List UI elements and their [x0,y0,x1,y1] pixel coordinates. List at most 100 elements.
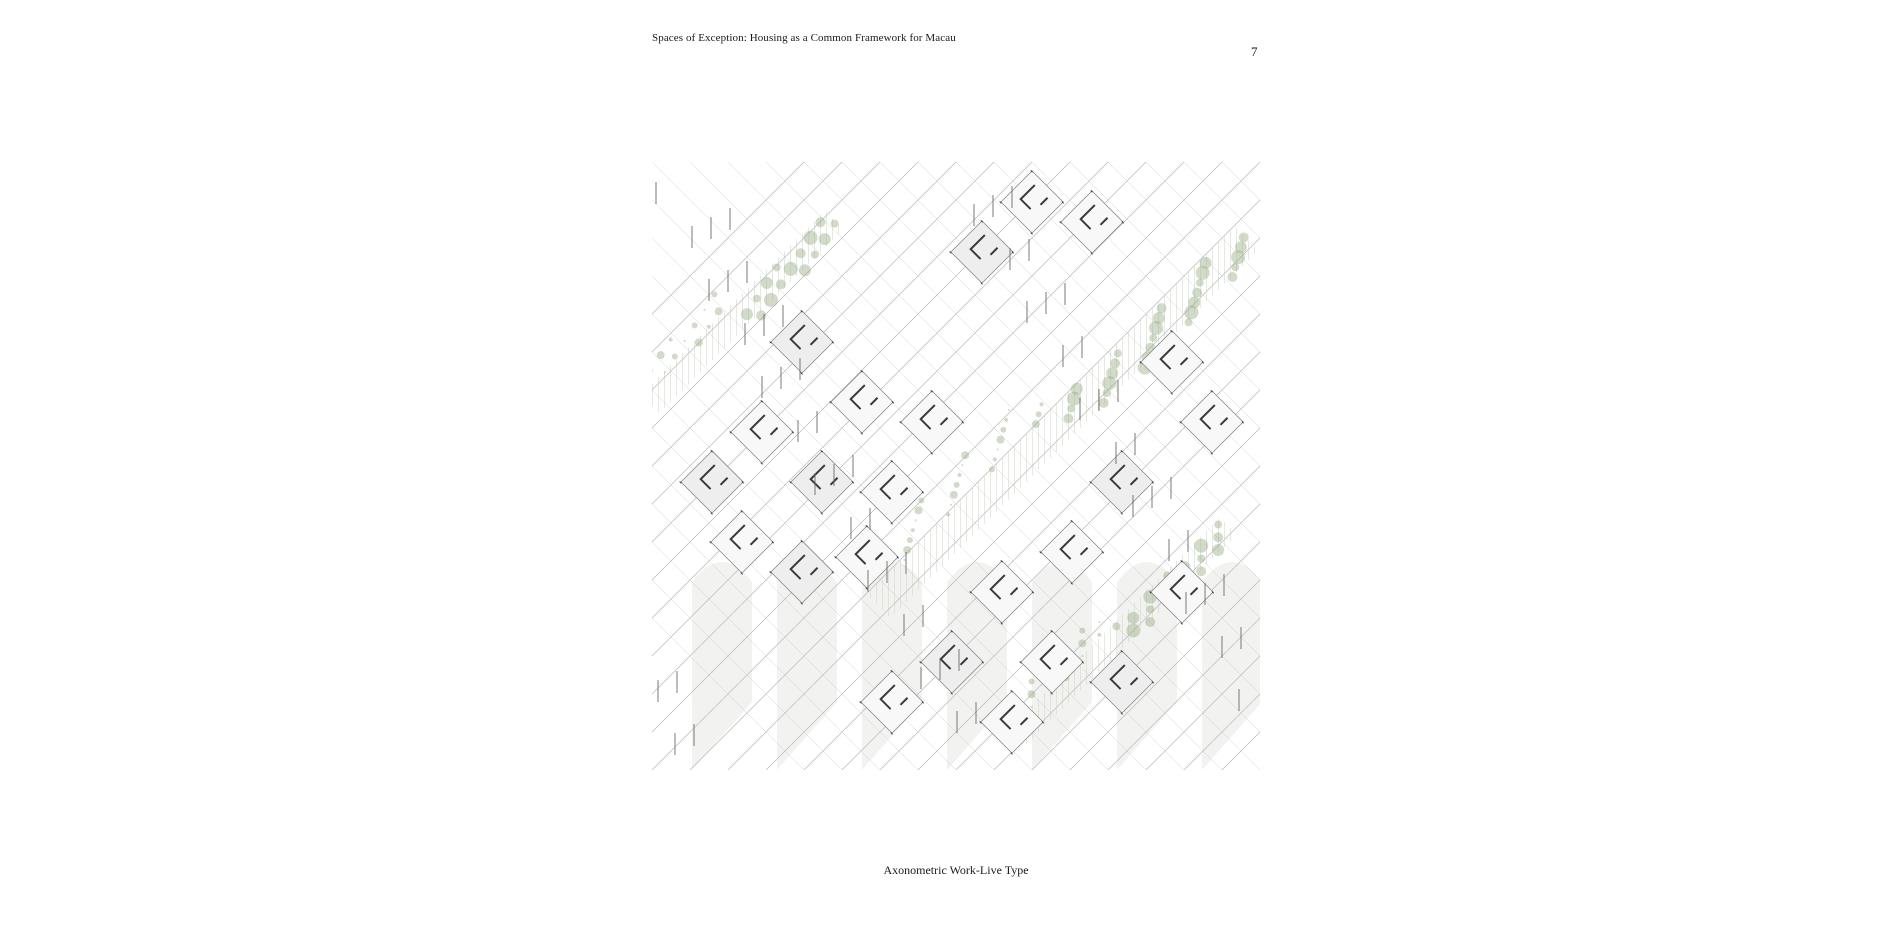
unit-slab [1090,450,1154,514]
grid-line [955,162,1260,467]
grid-line [652,465,957,770]
housing-unit [1149,560,1214,625]
tree-canopy [988,466,995,473]
wall-fragment [1109,664,1139,690]
column-post [1010,690,1013,693]
glass-facade [1202,562,1260,770]
tree-canopy [763,292,778,307]
wall-fragment [969,234,999,260]
column-post [1201,361,1204,364]
column-post [860,370,863,373]
housing-unit [859,670,924,735]
tree-canopy [961,464,964,467]
column-post [1030,232,1033,235]
tree-canopy [918,497,925,504]
housing-unit [969,560,1034,625]
column-post [1170,330,1173,333]
column-post [1041,721,1044,724]
housing-unit [1089,650,1154,715]
tree-canopy [1039,402,1044,407]
tree-canopy [1156,303,1167,314]
housing-unit [1139,330,1204,395]
tree-canopy [1028,678,1035,685]
column-post [831,571,834,574]
tree-canopy [1112,622,1121,631]
tree-canopy [740,308,753,321]
tree-canopy [810,250,819,259]
tree-canopy [1152,312,1165,325]
housing-unit [899,390,964,455]
tree-canopy [652,368,653,373]
tree-canopy [1097,632,1102,637]
tree-canopy [1067,404,1076,413]
housing-unit [834,525,899,590]
column-post [760,400,763,403]
tree-canopy [703,308,706,311]
column-post [896,556,899,559]
column-post [1120,712,1123,715]
column-post [1241,421,1244,424]
column-post [930,390,933,393]
tree-canopy [818,233,831,246]
column-post [1149,591,1152,594]
wall-fragment [854,539,884,565]
column-post [1121,221,1124,224]
column-post [800,310,803,313]
unit-slab [1140,330,1204,394]
tree-canopy [992,457,997,462]
column-post [1090,190,1093,193]
vegetation-band [864,226,1258,618]
tree-canopy [668,337,673,342]
tree-canopy [1098,397,1109,408]
tree-canopy [1192,287,1203,298]
axonometric-drawing [652,162,1260,770]
tree-canopy [1004,417,1009,422]
tree-canopy [1231,250,1246,265]
column-post [1061,201,1064,204]
grid-line [652,162,1260,770]
unit-slab [1000,170,1064,234]
tree-canopy [1081,655,1084,658]
grid-line [841,162,1260,581]
grid-line [652,162,919,429]
column-post [859,701,862,704]
page-number: 7 [1251,44,1258,59]
column-post [979,721,982,724]
tree-canopy [1197,554,1206,563]
tree-canopy [1227,272,1238,283]
column-post [980,282,983,285]
grid-line [917,162,1260,505]
tree-canopy [1149,333,1158,342]
wall-fragment [789,554,819,580]
column-post [1011,251,1014,254]
grid-line [765,162,1260,657]
column-post [950,692,953,695]
column-post [899,421,902,424]
housing-unit [859,460,924,525]
column-post [709,541,712,544]
column-post [1000,622,1003,625]
column-post [1089,681,1092,684]
wall-fragment [789,324,819,350]
tree-canopy [1126,623,1141,638]
unit-slab [790,450,854,514]
grid-line [652,579,843,770]
tree-canopy [1146,605,1155,614]
tree-canopy [1110,358,1121,369]
column-post [890,522,893,525]
column-post [740,572,743,575]
wall-fragment [879,474,909,500]
column-post [921,491,924,494]
wall-fragment [1039,644,1069,670]
column-post [1180,622,1183,625]
wall-fragment [919,404,949,430]
tree-canopy [663,371,666,374]
column-post [740,510,743,513]
column-post [999,201,1002,204]
housing-unit [789,450,854,515]
tree-canopy [1000,426,1007,433]
column-post [820,512,823,515]
tree-canopy [1234,241,1247,254]
column-post [771,541,774,544]
tree-canopy [906,537,913,544]
